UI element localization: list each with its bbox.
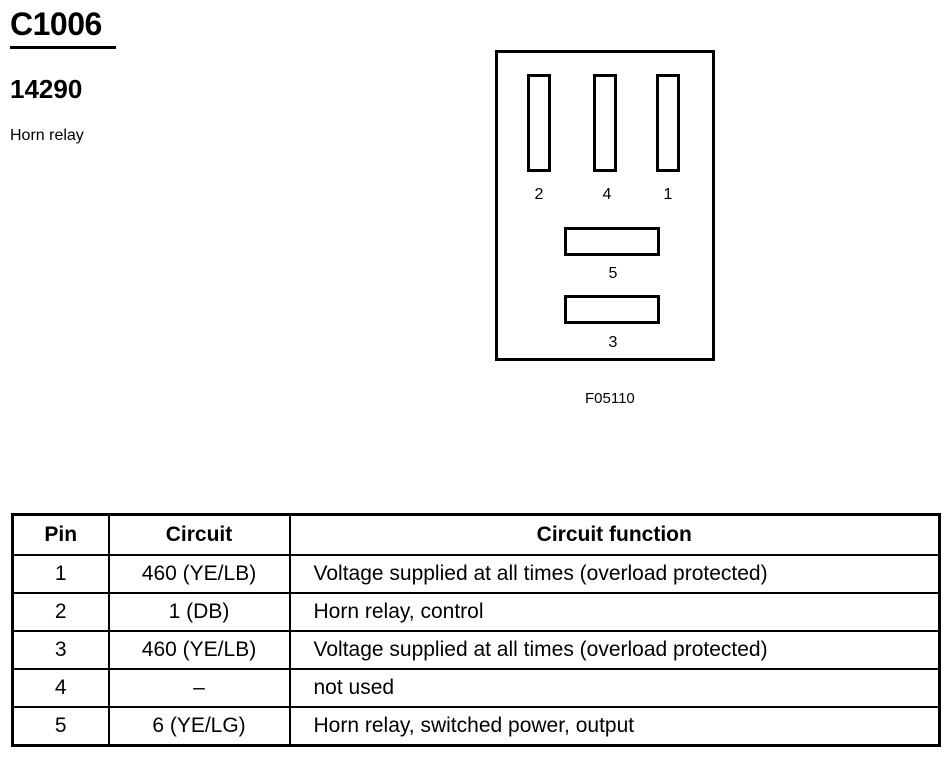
connector-description: Horn relay bbox=[10, 127, 84, 144]
connector-id: C1006 bbox=[10, 6, 102, 42]
terminal-pin-1 bbox=[656, 74, 680, 172]
cell-circuit: 6 (YE/LG) bbox=[107, 706, 291, 747]
cell-function: Voltage supplied at all times (overload … bbox=[288, 630, 941, 670]
cell-function: not used bbox=[288, 668, 941, 708]
cell-circuit: 1 (DB) bbox=[107, 592, 291, 632]
terminal-pin-3 bbox=[564, 295, 660, 324]
table-row: 3 460 (YE/LB) Voltage supplied at all ti… bbox=[11, 630, 941, 670]
header-circuit-function: Circuit function bbox=[288, 513, 941, 556]
cell-pin: 4 bbox=[11, 668, 110, 708]
pin-label-1: 1 bbox=[663, 186, 673, 203]
table-row: 1 460 (YE/LB) Voltage supplied at all ti… bbox=[11, 554, 941, 594]
cell-function: Horn relay, switched power, output bbox=[288, 706, 941, 747]
connector-face-diagram: 2 4 1 5 3 bbox=[495, 50, 715, 361]
pinout-table: Pin Circuit Circuit function 1 460 (YE/L… bbox=[11, 513, 941, 747]
cell-pin: 2 bbox=[11, 592, 110, 632]
cell-function: Voltage supplied at all times (overload … bbox=[288, 554, 941, 594]
terminal-pin-5 bbox=[564, 227, 660, 256]
cell-function: Horn relay, control bbox=[288, 592, 941, 632]
cell-pin: 5 bbox=[11, 706, 110, 747]
pin-label-5: 5 bbox=[608, 265, 618, 282]
cell-circuit: – bbox=[107, 668, 291, 708]
terminal-pin-2 bbox=[527, 74, 551, 172]
figure-id: F05110 bbox=[585, 390, 635, 407]
part-number: 14290 bbox=[10, 74, 83, 104]
cell-circuit: 460 (YE/LB) bbox=[107, 554, 291, 594]
cell-circuit: 460 (YE/LB) bbox=[107, 630, 291, 670]
cell-pin: 3 bbox=[11, 630, 110, 670]
terminal-pin-4 bbox=[593, 74, 617, 172]
pin-label-3: 3 bbox=[608, 334, 618, 351]
connector-id-underline bbox=[10, 46, 116, 49]
header-circuit: Circuit bbox=[107, 513, 291, 556]
table-row: 4 – not used bbox=[11, 668, 941, 708]
table-row: 2 1 (DB) Horn relay, control bbox=[11, 592, 941, 632]
header-pin: Pin bbox=[11, 513, 110, 556]
table-header-row: Pin Circuit Circuit function bbox=[11, 513, 941, 556]
pin-label-2: 2 bbox=[534, 186, 544, 203]
cell-pin: 1 bbox=[11, 554, 110, 594]
pin-label-4: 4 bbox=[602, 186, 612, 203]
table-row: 5 6 (YE/LG) Horn relay, switched power, … bbox=[11, 706, 941, 747]
